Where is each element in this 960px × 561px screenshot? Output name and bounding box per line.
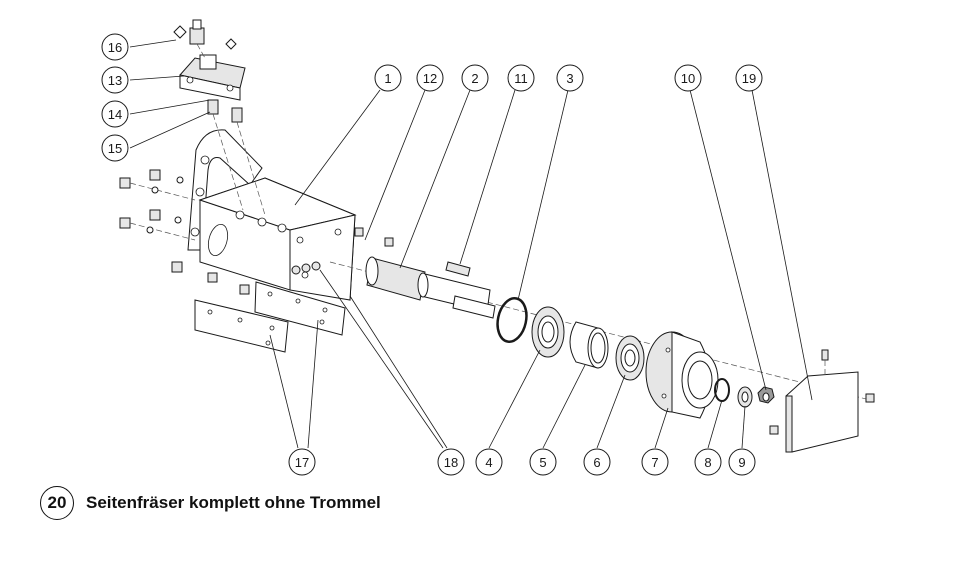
callout-11: 11 xyxy=(507,64,535,92)
callout-4: 4 xyxy=(475,448,503,476)
svg-text:19: 19 xyxy=(742,71,756,86)
svg-text:17: 17 xyxy=(295,455,309,470)
cover-plates-part-17 xyxy=(194,281,346,353)
callout-14: 14 xyxy=(101,100,129,128)
callout-10: 10 xyxy=(674,64,702,92)
callout-17: 17 xyxy=(288,448,316,476)
nut-part-10 xyxy=(757,386,775,404)
circlip-part-3 xyxy=(496,297,528,343)
svg-text:6: 6 xyxy=(593,455,600,470)
svg-text:10: 10 xyxy=(681,71,695,86)
key-part-11 xyxy=(445,261,471,277)
svg-text:12: 12 xyxy=(423,71,437,86)
callout-3: 3 xyxy=(556,64,584,92)
exploded-assembly-diagram: 16 13 14 15 1 12 2 11 3 10 19 17 18 4 5 … xyxy=(101,19,875,476)
svg-text:11: 11 xyxy=(514,71,528,86)
svg-text:3: 3 xyxy=(566,71,573,86)
svg-text:5: 5 xyxy=(539,455,546,470)
callout-6: 6 xyxy=(583,448,611,476)
svg-text:8: 8 xyxy=(704,455,711,470)
bearing-part-6 xyxy=(615,335,645,381)
top-block-part-13 xyxy=(179,54,246,101)
mounting-bolts xyxy=(119,169,250,295)
callout-1: 1 xyxy=(374,64,402,92)
callout-bubbles: 16 13 14 15 1 12 2 11 3 10 19 17 18 4 5 … xyxy=(101,33,763,476)
svg-text:4: 4 xyxy=(485,455,492,470)
svg-text:16: 16 xyxy=(108,40,122,55)
callout-13: 13 xyxy=(101,66,129,94)
callout-12: 12 xyxy=(416,64,444,92)
callout-18: 18 xyxy=(437,448,465,476)
svg-text:1: 1 xyxy=(384,71,391,86)
assembly-number-badge: 20 xyxy=(40,486,74,520)
svg-text:15: 15 xyxy=(108,141,122,156)
callout-15: 15 xyxy=(101,134,129,162)
callout-5: 5 xyxy=(529,448,557,476)
svg-text:7: 7 xyxy=(651,455,658,470)
bearing-part-4 xyxy=(531,306,565,358)
bearing-housing-part-7 xyxy=(645,331,719,419)
svg-text:18: 18 xyxy=(444,455,458,470)
assembly-caption: 20 Seitenfräser komplett ohne Trommel xyxy=(40,486,381,520)
leader-lines xyxy=(129,39,813,449)
svg-text:13: 13 xyxy=(108,73,122,88)
callout-19: 19 xyxy=(735,64,763,92)
svg-text:9: 9 xyxy=(738,455,745,470)
sleeve-part-5 xyxy=(569,321,609,369)
callout-8: 8 xyxy=(694,448,722,476)
shaft-part-2 xyxy=(329,256,871,401)
assembly-title: Seitenfräser komplett ohne Trommel xyxy=(86,493,381,512)
washer-part-9 xyxy=(737,386,753,408)
svg-text:2: 2 xyxy=(471,71,478,86)
grease-fitting-part-16 xyxy=(173,19,237,59)
bolts-part-18 xyxy=(291,227,394,275)
callout-9: 9 xyxy=(728,448,756,476)
callout-2: 2 xyxy=(461,64,489,92)
svg-text:14: 14 xyxy=(108,107,122,122)
post-part-14 xyxy=(207,99,266,216)
callout-7: 7 xyxy=(641,448,669,476)
callout-16: 16 xyxy=(101,33,129,61)
end-cover-part-19 xyxy=(769,349,875,453)
